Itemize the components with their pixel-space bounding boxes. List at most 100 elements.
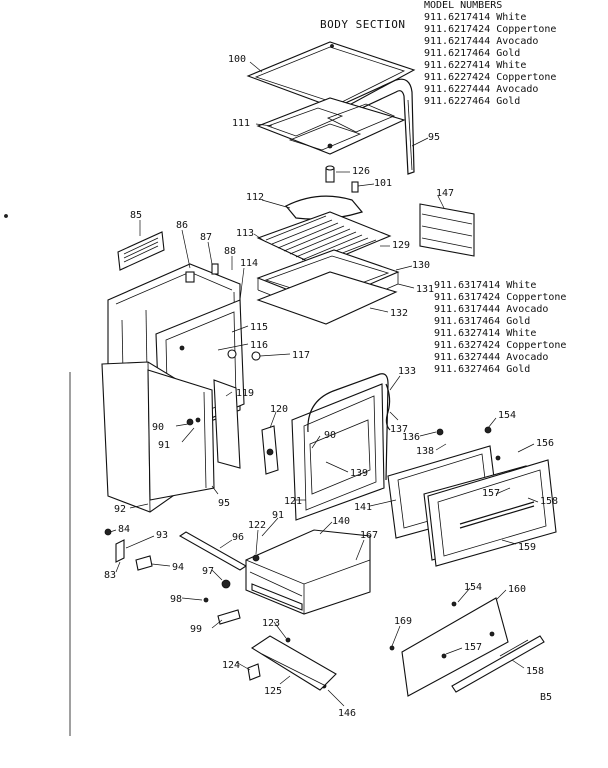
rating-plate-part (117, 231, 165, 271)
part-label-138: 138 (416, 446, 434, 457)
part-label-90: 90 (152, 422, 164, 433)
part-label-91: 91 (158, 440, 170, 451)
kick-panel-part (247, 635, 337, 691)
leader-lines (109, 61, 539, 707)
models-heading: MODEL NUMBERS (424, 0, 502, 11)
part-label-94: 94 (172, 562, 184, 573)
part-label-146: 146 (338, 708, 356, 719)
trim-strip-part (451, 635, 545, 693)
part-label-101: 101 (374, 178, 392, 189)
pan-tray-part (256, 271, 398, 325)
part-label-86: 86 (176, 220, 188, 231)
model-number: 911.6217424 Coppertone (424, 24, 556, 35)
leveling-leg-part (217, 609, 241, 625)
part-label-125: 125 (264, 686, 282, 697)
model-number: 911.6327444 Avocado (434, 352, 548, 363)
model-number: 911.6217414 White (424, 12, 526, 23)
model-number: 911.6227414 White (424, 60, 526, 71)
back-frame-part (329, 78, 415, 175)
drawer-handle-part (251, 583, 303, 611)
part-label-129: 129 (392, 240, 410, 251)
model-number: 911.6227424 Coppertone (424, 72, 556, 83)
part-label-111: 111 (232, 118, 250, 129)
side-trim-part (147, 369, 215, 501)
model-number: 911.6317424 Coppertone (434, 292, 566, 303)
part-label-136: 136 (402, 432, 420, 443)
part-label-137: 137 (390, 424, 408, 435)
part-label-133: 133 (398, 366, 416, 377)
door-outer-part (427, 459, 557, 567)
part-label-141: 141 (354, 502, 372, 513)
part-label-123: 123 (262, 618, 280, 629)
part-label-93: 93 (156, 530, 168, 541)
part-label-131: 131 (416, 284, 434, 295)
part-label-88: 88 (224, 246, 236, 257)
model-number: 911.6227464 Gold (424, 96, 520, 107)
models-top-list: 911.6217414 White 911.6217424 Coppertone… (424, 12, 556, 107)
part-label-113: 113 (236, 228, 254, 239)
section-title: BODY SECTION (320, 18, 405, 31)
model-number: 911.6227444 Avocado (424, 84, 538, 95)
part-label-92: 92 (114, 504, 126, 515)
part-label-117: 117 (292, 350, 310, 361)
part-label-169: 169 (394, 616, 412, 627)
part-label-100: 100 (228, 54, 246, 65)
part-label-124: 124 (222, 660, 240, 671)
part-label-120: 120 (270, 404, 288, 415)
part-label-132: 132 (390, 308, 408, 319)
door-frame-part (291, 373, 389, 521)
model-number: 911.6217464 Gold (424, 48, 520, 59)
screw-part (389, 645, 395, 651)
part-label-83: 83 (104, 570, 116, 581)
part-label-157: 157 (464, 642, 482, 653)
part-label-90: 90 (324, 430, 336, 441)
model-number: 911.6317464 Gold (434, 316, 530, 327)
side-rail-part (213, 379, 241, 469)
part-label-96: 96 (232, 532, 244, 543)
model-number: 911.6327424 Coppertone (434, 340, 566, 351)
part-label-154: 154 (464, 582, 482, 593)
model-number: 911.6317444 Avocado (434, 304, 548, 315)
part-label-159: 159 (518, 542, 536, 553)
louver-part (419, 203, 475, 257)
page-code-label: B5 (540, 692, 552, 703)
model-number: 911.6327464 Gold (434, 364, 530, 375)
part-label-122: 122 (248, 520, 266, 531)
part-label-95: 95 (218, 498, 230, 509)
door-hinge-part (261, 425, 279, 475)
models-mid-list: 911.6317414 White 911.6317424 Coppertone… (434, 280, 566, 375)
part-label-158: 158 (540, 496, 558, 507)
part-label-114: 114 (240, 258, 258, 269)
bottom-panel-part (401, 597, 509, 697)
model-number: 911.6217444 Avocado (424, 36, 538, 47)
door-hinge-spring-part (385, 383, 391, 431)
part-label-139: 139 (350, 468, 368, 479)
screw-part (436, 426, 501, 461)
part-label-91: 91 (272, 510, 284, 521)
part-label-97: 97 (202, 566, 214, 577)
part-label-156: 156 (536, 438, 554, 449)
knob-part (325, 165, 335, 183)
part-label-140: 140 (332, 516, 350, 527)
part-label-130: 130 (412, 260, 430, 271)
part-label-160: 160 (508, 584, 526, 595)
part-label-158: 158 (526, 666, 544, 677)
part-labels: 100 111 95 126 101 112 147 85 86 87 88 1… (104, 54, 558, 719)
model-number: 911.6317414 White (434, 280, 536, 291)
cooktop-part (256, 97, 406, 155)
part-label-121: 121 (284, 496, 302, 507)
part-label-115: 115 (250, 322, 268, 333)
model-number: 911.6327414 White (434, 328, 536, 339)
part-label-85: 85 (130, 210, 142, 221)
part-label-95: 95 (428, 132, 440, 143)
drawer-part (245, 529, 371, 615)
part-label-87: 87 (200, 232, 212, 243)
part-label-154: 154 (498, 410, 516, 421)
scan-mark (4, 214, 8, 218)
screw-part (351, 181, 359, 193)
part-label-167: 167 (360, 530, 378, 541)
part-label-157: 157 (482, 488, 500, 499)
part-label-84: 84 (118, 524, 130, 535)
